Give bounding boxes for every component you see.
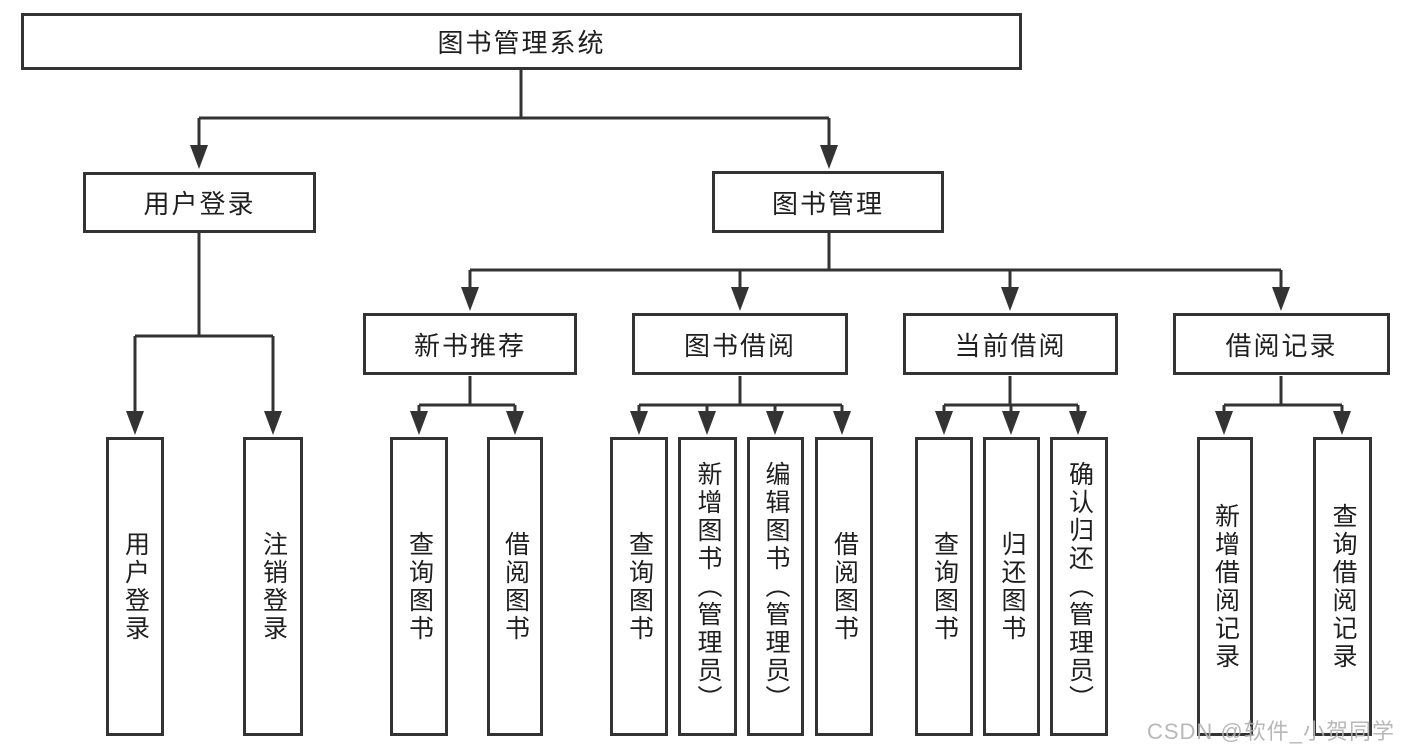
leaf-query-books-recommend-label: 查询图书	[405, 530, 434, 643]
leaf-query-books-borrowing: 查询图书	[610, 437, 668, 736]
leaf-borrow-books-label: 借阅图书	[830, 530, 859, 643]
node-book-management: 图书管理	[712, 171, 944, 233]
leaf-add-borrow-record: 新增借阅记录	[1197, 437, 1253, 736]
leaf-logout-label: 注销登录	[259, 530, 288, 643]
node-borrowing-records: 借阅记录	[1173, 313, 1390, 375]
leaf-add-borrow-record-label: 新增借阅记录	[1211, 502, 1240, 671]
leaf-add-books-admin-label: 新增图书（管理员）	[694, 460, 722, 713]
leaf-confirm-return-admin: 确认归还（管理员）	[1050, 437, 1108, 736]
leaf-user-login: 用户登录	[106, 437, 164, 736]
leaf-query-borrow-record-label: 查询借阅记录	[1329, 502, 1357, 671]
node-new-book-recommendation: 新书推荐	[363, 313, 577, 375]
leaf-edit-books-admin-label: 编辑图书（管理员）	[762, 460, 790, 713]
leaf-edit-books-admin: 编辑图书（管理员）	[747, 437, 804, 736]
leaf-confirm-return-admin-label: 确认归还（管理员）	[1065, 460, 1094, 713]
node-user-login: 用户登录	[83, 172, 316, 233]
leaf-add-books-admin: 新增图书（管理员）	[678, 437, 737, 736]
node-current-borrowing: 当前借阅	[903, 313, 1118, 375]
leaf-query-books-recommend: 查询图书	[390, 437, 448, 736]
leaf-borrow-books-recommend-label: 借阅图书	[501, 530, 530, 643]
leaf-query-books-current: 查询图书	[915, 437, 973, 736]
csdn-watermark: CSDN @软件_小贺同学	[1146, 719, 1395, 744]
leaf-borrow-books-recommend: 借阅图书	[487, 437, 543, 736]
leaf-return-books: 归还图书	[983, 437, 1040, 736]
leaf-query-borrow-record: 查询借阅记录	[1313, 437, 1372, 736]
node-library-management-system: 图书管理系统	[21, 13, 1022, 70]
leaf-borrow-books: 借阅图书	[815, 437, 873, 736]
leaf-query-books-borrowing-label: 查询图书	[625, 530, 654, 643]
leaf-query-books-current-label: 查询图书	[930, 530, 959, 643]
leaf-logout: 注销登录	[243, 437, 303, 736]
leaf-user-login-label: 用户登录	[121, 530, 150, 643]
node-book-borrowing: 图书借阅	[632, 313, 848, 375]
leaf-return-books-label: 归还图书	[998, 530, 1026, 643]
